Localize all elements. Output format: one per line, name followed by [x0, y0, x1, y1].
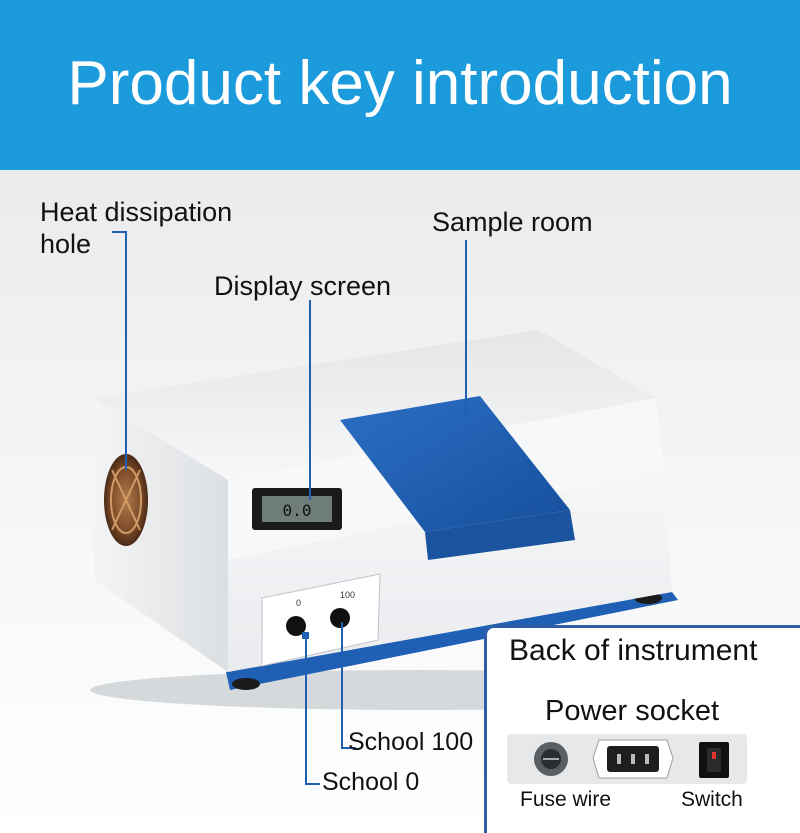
label-fuse-wire: Fuse wire [520, 788, 612, 811]
label-sample-room: Sample room [432, 207, 593, 237]
base-strip [226, 592, 678, 690]
school100-callout-line [341, 622, 356, 749]
page-title: Product key introduction [67, 49, 733, 118]
school0-callout-line [305, 632, 320, 785]
sample-room-lid [340, 396, 570, 532]
school0-marker [302, 632, 309, 639]
knob-label-100: 100 [340, 590, 355, 600]
display-reading: 0.0 [283, 501, 312, 520]
callout-lines [112, 231, 467, 785]
knob-label-0: 0 [296, 598, 301, 608]
label-heat-dissipation-hole: hole [40, 229, 92, 259]
label-heat-dissipation: Heat dissipation [40, 197, 233, 227]
knob-zero [286, 616, 306, 636]
knob-panel: 0 100 [261, 573, 381, 667]
knob-hundred [330, 608, 350, 628]
sample-room-lid-front [425, 510, 575, 560]
label-school-0: School 0 [322, 768, 420, 796]
heat-callout-line [112, 231, 127, 470]
label-school-100: School 100 [348, 728, 474, 756]
display-screen: 0.0 [252, 488, 342, 530]
label-switch: Switch [681, 788, 743, 811]
inset-title: Back of instrument [509, 634, 758, 667]
fuse-icon [534, 742, 568, 776]
header-banner: Product key introduction [0, 0, 800, 170]
back-panel-illustration [507, 734, 747, 784]
power-socket-icon [592, 739, 674, 779]
top-surface [94, 330, 656, 480]
label-display-screen: Display screen [214, 271, 392, 301]
inset-subtitle: Power socket [545, 695, 720, 727]
foot-left [232, 678, 260, 690]
back-of-instrument-inset: Back of instrument Power socket Fuse wir… [484, 625, 800, 833]
switch-icon [699, 742, 729, 778]
